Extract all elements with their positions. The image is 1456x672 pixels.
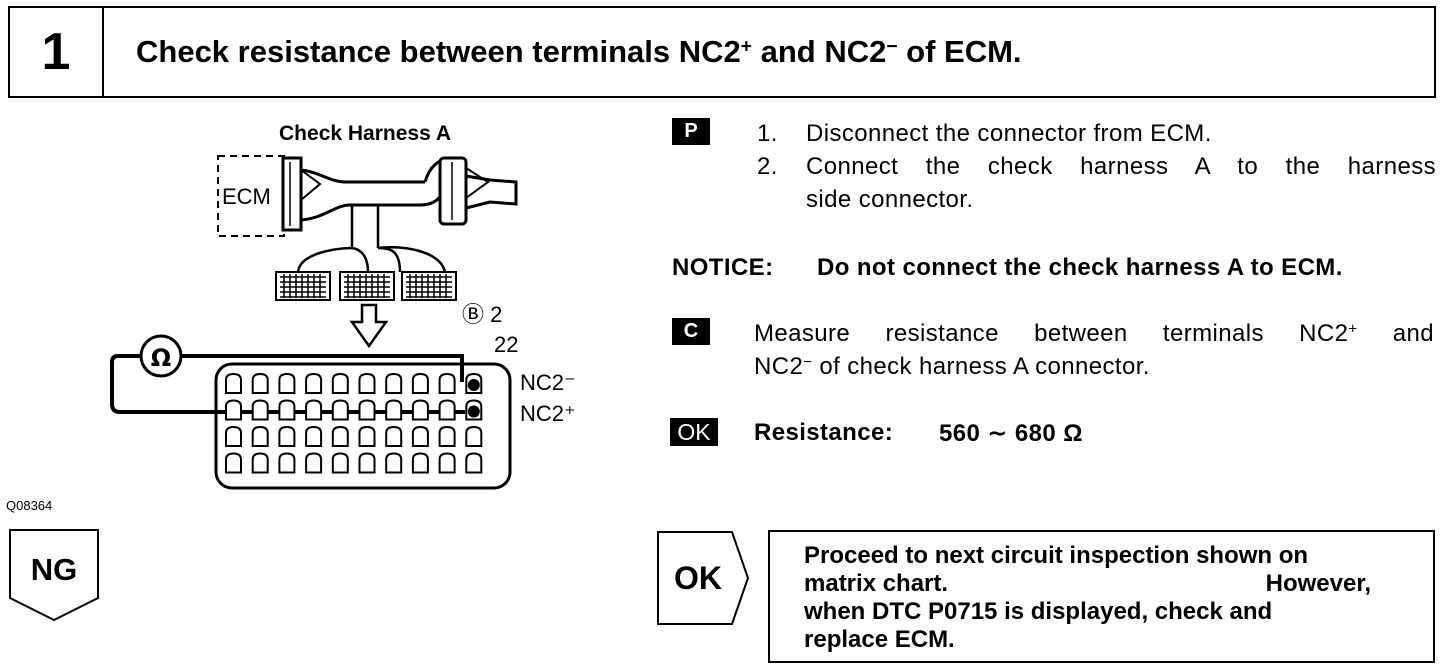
step1-number: 1. [757, 120, 778, 147]
title-sup-2: − [886, 36, 898, 58]
spec-value: 560 ∼ 680 Ω [939, 420, 1083, 447]
terminal-pin [305, 399, 323, 421]
terminal-pin [225, 399, 242, 421]
terminal-pin [465, 425, 483, 447]
left-connector-icon [281, 156, 322, 232]
terminal-pin [358, 425, 376, 447]
result-line-1: Proceed to next circuit inspection shown… [804, 542, 1309, 569]
measure-sup-1: + [1348, 321, 1358, 338]
ok-badge: OK [670, 418, 718, 446]
ok-branch: OK [656, 530, 752, 633]
terminal-pin [358, 452, 376, 474]
probe-contact-icon [467, 379, 480, 391]
sub-connector-icon [339, 271, 395, 301]
terminal-pin [358, 399, 376, 421]
result-line-3: when DTC P0715 is displayed, check and [804, 598, 1273, 625]
terminal-nc2-minus-label: NC2⁻ [520, 370, 576, 395]
terminal-pin [251, 399, 269, 421]
figure-code: Q08364 [6, 498, 53, 513]
terminal-pin [438, 399, 456, 421]
terminal-pin [411, 372, 429, 394]
sub-connector-icon [275, 271, 331, 301]
terminal-pin [385, 372, 403, 394]
terminal-pin [385, 452, 403, 474]
terminal-pin [331, 452, 349, 474]
ok-label: OK [674, 560, 722, 596]
measure-line2: NC2− of check harness A connector. [754, 353, 1150, 381]
result-line-2-left: matrix chart. [804, 570, 949, 597]
terminal-pin [438, 452, 456, 474]
terminal-pin [465, 452, 483, 474]
terminal-pin [278, 372, 296, 394]
title-text-3: of ECM. [897, 34, 1022, 69]
terminal-pin [251, 425, 269, 447]
ohmmeter-icon [139, 334, 183, 378]
terminal-pin [385, 425, 403, 447]
terminal-pin [358, 372, 376, 394]
result-line-4: replace ECM. [804, 626, 955, 653]
ecm-box [217, 155, 285, 237]
step-header: 1 Check resistance between terminals NC2… [8, 6, 1436, 98]
ng-branch: NG [8, 528, 102, 629]
terminal-pin [411, 399, 429, 421]
terminal-pin [385, 399, 403, 421]
terminal-pin [438, 425, 456, 447]
terminal-pin [225, 372, 242, 394]
ecm-connector [214, 362, 512, 490]
c-badge: C [672, 318, 710, 345]
diagram-heading: Check Harness A [279, 122, 451, 145]
connector-pins: 22 [494, 332, 518, 357]
title-text-2: and NC2 [751, 34, 887, 69]
title-sup-1: + [740, 36, 752, 58]
measure-text-2: and [1357, 320, 1435, 347]
terminal-pin [278, 399, 296, 421]
measure-line1: Measure resistance between terminals NC2… [754, 320, 1434, 348]
right-connector-icon [423, 156, 518, 226]
step-title: Check resistance between terminals NC2+ … [136, 34, 1022, 70]
result-line-2-right: However, [1265, 570, 1371, 597]
terminal-pin [438, 372, 456, 394]
measure-sup-2: − [803, 354, 813, 371]
notice-label: NOTICE: [672, 254, 774, 281]
terminal-pin [411, 425, 429, 447]
measure-text-1: Measure resistance between terminals NC2 [754, 320, 1349, 347]
measure-text-3: NC2 [754, 353, 804, 380]
notice-text: Do not connect the check harness A to EC… [817, 254, 1343, 281]
ok-arrow-shape [657, 531, 750, 625]
spec-label: Resistance: [754, 419, 894, 446]
terminal-pin [278, 452, 296, 474]
terminal-pin [411, 452, 429, 474]
terminal-pin [225, 425, 242, 447]
step2-text-cont: side connector. [806, 186, 974, 213]
terminal-nc2-plus-label: NC2⁺ [520, 401, 576, 426]
measure-text-4: of check harness A connector. [812, 353, 1150, 380]
terminal-pin [251, 372, 269, 394]
ok-result-box: Proceed to next circuit inspection shown… [768, 530, 1435, 663]
probe-contact-icon [467, 405, 480, 418]
terminal-pin [305, 372, 323, 394]
terminal-pin [331, 372, 349, 394]
terminal-pin [331, 399, 349, 421]
step-number: 1 [10, 8, 104, 96]
ecm-label: ECM [222, 184, 271, 209]
sub-connector-icon [401, 271, 457, 301]
terminal-pin [305, 452, 323, 474]
check-harness-diagram: Check Harness A ECM Ⓑ 2 [110, 122, 576, 490]
terminal-pin [305, 425, 323, 447]
ohm-symbol: Ω [151, 344, 171, 372]
down-arrow-icon [349, 303, 389, 349]
title-text-1: Check resistance between terminals NC2 [136, 34, 741, 69]
terminal-pin [225, 452, 242, 474]
terminal-pin [278, 425, 296, 447]
connector-id: Ⓑ 2 [462, 302, 502, 327]
ng-pentagon-shape [9, 529, 99, 622]
step2-number: 2. [757, 153, 778, 180]
terminal-pin [251, 452, 269, 474]
step2-text: Connect the check harness A to the harne… [806, 153, 1436, 180]
ng-label: NG [30, 552, 78, 587]
p-badge: P [672, 118, 710, 145]
step1-text: Disconnect the connector from ECM. [806, 120, 1212, 147]
terminal-pin [331, 425, 349, 447]
terminal-pins [225, 372, 483, 474]
